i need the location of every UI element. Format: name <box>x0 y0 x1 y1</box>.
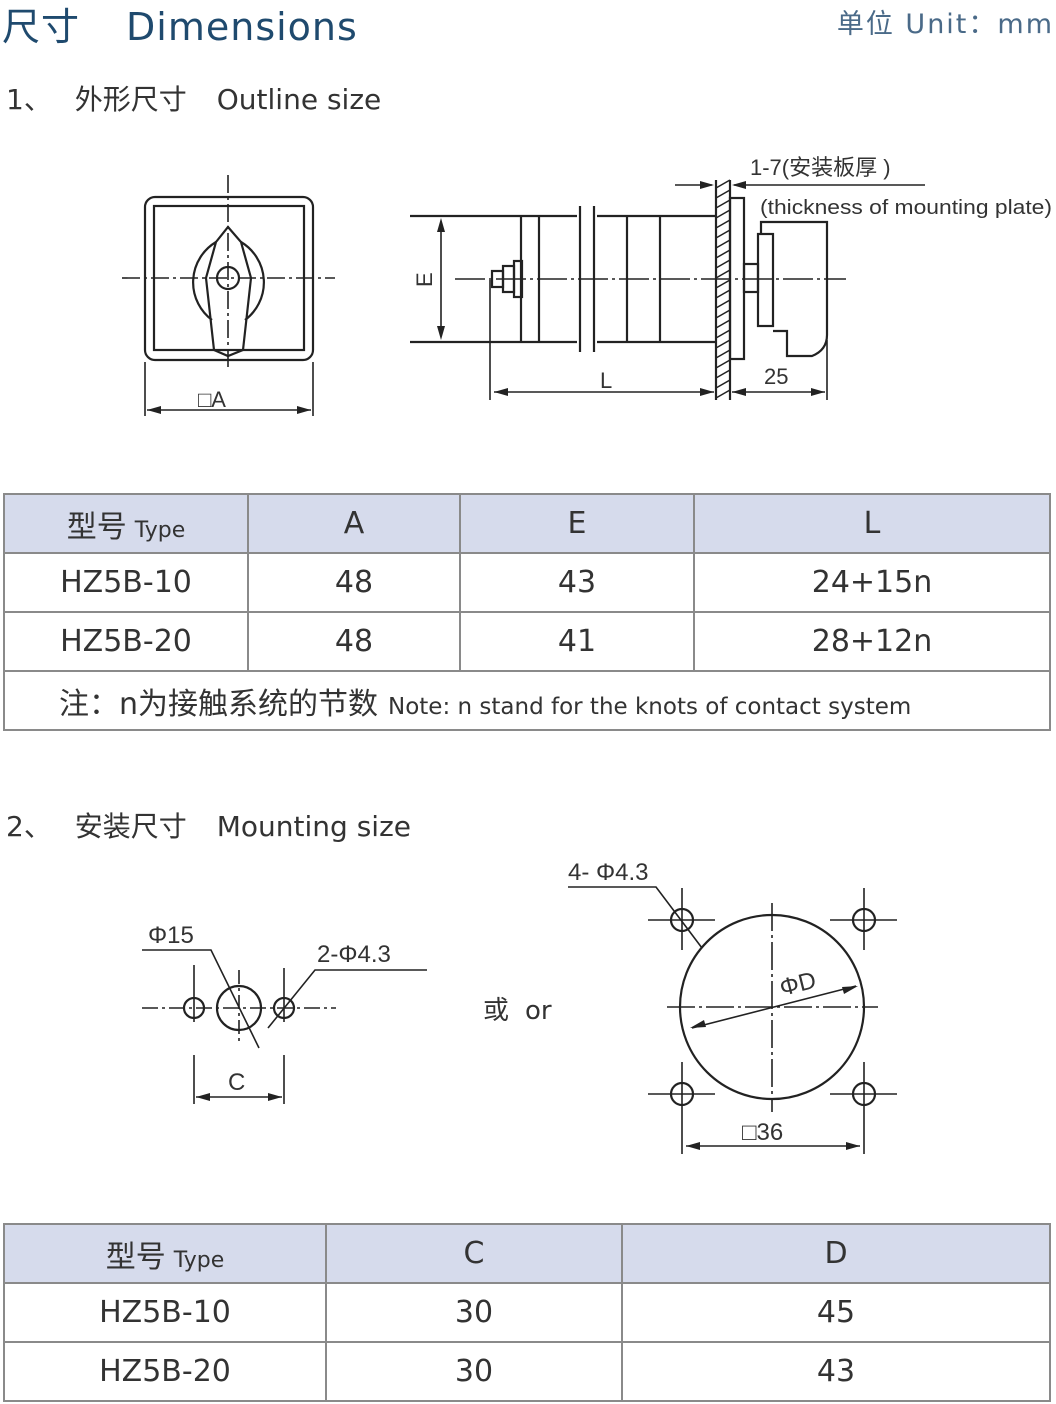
header-e: E <box>459 493 695 554</box>
cell-e: 43 <box>459 552 695 613</box>
cell-type: HZ5B-20 <box>3 611 249 672</box>
section2-title-en: Mounting size <box>216 810 411 843</box>
unit-label: 单位 Unit：mm <box>836 9 1054 40</box>
page-title: 尺寸 Dimensions <box>2 0 358 51</box>
side-view-drawing <box>410 179 925 400</box>
cell-e: 41 <box>459 611 695 672</box>
label-c: C <box>228 1069 245 1096</box>
section2-title-zh: 安装尺寸 <box>74 810 187 843</box>
two-hole-pattern-drawing <box>142 949 427 1104</box>
table-row: HZ5B-10 30 45 <box>3 1282 1051 1343</box>
four-hole-pattern-drawing <box>568 886 897 1154</box>
section2-number: 2、 <box>6 810 52 843</box>
table-row: HZ5B-10 48 43 24+15n <box>3 552 1051 613</box>
outline-labels: □A E L 25 1-7(安装板厚 ) (thickness of mount… <box>198 155 1052 412</box>
cell-l: 28+12n <box>693 611 1051 672</box>
label-l: L <box>600 368 612 393</box>
cell-a: 48 <box>247 611 461 672</box>
header-a: A <box>247 493 461 554</box>
cell-a: 48 <box>247 552 461 613</box>
label-25: 25 <box>764 364 788 389</box>
cell-l: 24+15n <box>693 552 1051 613</box>
section1-number: 1、 <box>6 83 52 116</box>
outline-drawing: □A E L 25 1-7(安装板厚 ) (thickness of mount… <box>122 155 1052 416</box>
mounting-drawing: Φ15 2-Φ4.3 C 4- Φ4.3 ΦD □36 <box>142 859 897 1154</box>
label-square-a: □A <box>198 387 226 412</box>
table-row: HZ5B-20 30 43 <box>3 1341 1051 1402</box>
label-e: E <box>412 272 437 287</box>
header-l: L <box>693 493 1051 554</box>
label-plate-thickness-en: (thickness of mounting plate) <box>760 197 1052 219</box>
label-4-phi43: 4- Φ4.3 <box>568 859 649 886</box>
front-view-drawing <box>122 175 335 416</box>
label-phi15: Φ15 <box>148 922 194 949</box>
cell-type: HZ5B-20 <box>3 1341 327 1402</box>
note-zh: 注：n为接触系统的节数 <box>59 686 379 722</box>
section2-heading: 2、 安装尺寸 Mounting size <box>6 805 411 845</box>
cell-type: HZ5B-10 <box>3 552 249 613</box>
cell-type: HZ5B-10 <box>3 1282 327 1343</box>
section1-title-zh: 外形尺寸 <box>74 83 187 116</box>
header-c: C <box>325 1223 623 1284</box>
header-d: D <box>621 1223 1051 1284</box>
cell-c: 30 <box>325 1341 623 1402</box>
label-plate-thickness-zh: 1-7(安装板厚 ) <box>750 155 891 180</box>
title-en: Dimensions <box>126 5 358 49</box>
title-zh: 尺寸 <box>2 5 81 49</box>
cell-c: 30 <box>325 1282 623 1343</box>
table-note: 注：n为接触系统的节数 Note: n stand for the knots o… <box>3 670 1051 731</box>
table-row: HZ5B-20 48 41 28+12n <box>3 611 1051 672</box>
table-note-row: 注：n为接触系统的节数 Note: n stand for the knots o… <box>3 670 1051 731</box>
mounting-labels: Φ15 2-Φ4.3 C 4- Φ4.3 ΦD □36 <box>148 859 819 1146</box>
label-square-36: □36 <box>742 1119 783 1146</box>
section1-heading: 1、 外形尺寸 Outline size <box>6 78 381 118</box>
cell-d: 43 <box>621 1341 1051 1402</box>
cell-d: 45 <box>621 1282 1051 1343</box>
section1-title-en: Outline size <box>216 83 382 116</box>
label-2-phi43: 2-Φ4.3 <box>317 941 391 968</box>
note-en: Note: n stand for the knots of contact s… <box>388 693 912 720</box>
